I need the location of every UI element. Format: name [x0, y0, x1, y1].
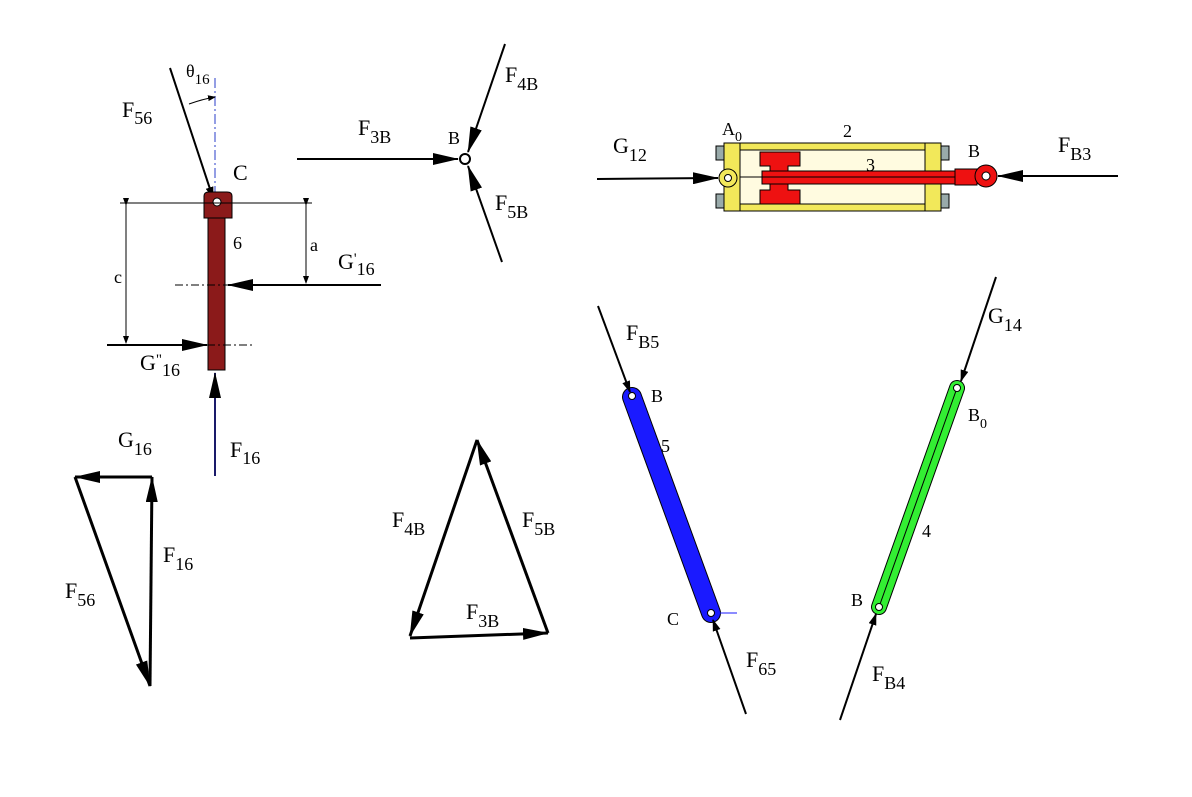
link5-pin-b [628, 392, 636, 400]
joint-b-pin [459, 153, 471, 165]
link5-pin-c [707, 609, 715, 617]
cylinder-wall-bottom [723, 203, 942, 212]
f5b-label: F5B [495, 190, 528, 222]
cylinder-bolt-br [940, 193, 950, 209]
link4-number-label: 4 [922, 521, 931, 541]
fb3-label: FB3 [1058, 132, 1091, 164]
cylinder-bolt-tr [940, 145, 950, 161]
cylinder-bolt-tl [715, 145, 725, 161]
fb5-label: FB5 [626, 320, 659, 352]
link4-free-body: G14 B0 4 B FB4 [839, 276, 1022, 721]
triangle6-g16-label: G16 [118, 427, 152, 459]
f5b-force-arrow [467, 165, 503, 263]
g16-prime-label: G'16 [338, 249, 375, 279]
g16-dprime-label: G"16 [140, 350, 180, 380]
triangle6-f56-vector [73, 476, 152, 687]
cylinder-bolt-bl [715, 193, 725, 209]
force-triangle-6: G16 F16 F56 [65, 427, 193, 687]
fb5-force-arrow [597, 305, 631, 393]
link5-number-label: 5 [661, 436, 670, 456]
link4-inner-line [878, 387, 958, 608]
triangle-b-f4b-vector [408, 439, 479, 637]
triangle-b-f5b-label: F5B [522, 507, 555, 539]
cylinder-label-2: 2 [843, 121, 852, 141]
b0-label: B0 [968, 405, 987, 432]
theta-angle-arc [188, 95, 216, 105]
joint-c-pin [212, 197, 222, 207]
f16-label: F16 [230, 437, 260, 468]
link5-free-body: FB5 B 5 C F65 [597, 305, 776, 715]
link5-body-fill [623, 388, 720, 622]
fb4-label: FB4 [872, 661, 905, 693]
rod-end-pin-b [981, 171, 991, 181]
fb4-force-arrow [839, 613, 877, 721]
cylinder-wall-top [723, 142, 942, 151]
triangle-b-f3b-label: F3B [466, 599, 499, 631]
link6-number-label: 6 [233, 233, 242, 253]
rod-label-3: 3 [866, 155, 875, 175]
triangle6-f16-vector [145, 476, 158, 687]
link5-point-c-label: C [667, 609, 679, 629]
g14-label: G14 [988, 303, 1022, 335]
force-triangle-b: F4B F5B F3B [392, 439, 555, 640]
g14-force-arrow [960, 276, 997, 382]
f4b-force-arrow [467, 43, 506, 153]
rod-end-neck [954, 168, 978, 186]
triangle-b-f4b-label: F4B [392, 507, 425, 539]
f3b-label: F3B [358, 115, 391, 147]
dimension-a-label: a [310, 235, 318, 255]
link4-pin-b0 [953, 384, 961, 392]
a0-label: A0 [722, 119, 742, 145]
point-c-label: C [233, 160, 248, 185]
dimension-c-label: c [114, 267, 122, 287]
cylinder-point-b-label: B [968, 141, 980, 161]
f65-label: F65 [746, 647, 776, 679]
link4-point-b-label: B [851, 590, 863, 610]
f56-label: F56 [122, 97, 152, 128]
link5-point-b-label: B [651, 386, 663, 406]
cylinder-free-body: G12 A0 2 3 B FB3 [596, 119, 1118, 212]
joint-b-free-body: F3B F4B F5B B [297, 43, 538, 263]
triangle6-f56-label: F56 [65, 578, 95, 610]
link6-free-body: θ16 F56 C 6 a c G'16 G"16 F16 [107, 61, 381, 476]
triangle6-f16-label: F16 [163, 542, 193, 574]
theta-16-label: θ16 [186, 61, 210, 88]
triangle-b-f5b-vector [475, 439, 550, 634]
link4-pin-b [875, 603, 883, 611]
g12-force-arrow [596, 172, 719, 185]
f4b-label: F4B [505, 62, 538, 94]
triangle-b-f3b-vector [409, 627, 549, 640]
a0-pivot-pin [724, 174, 732, 182]
f65-force-arrow [712, 619, 747, 715]
g12-label: G12 [613, 133, 647, 165]
f56-force-arrow [169, 67, 214, 199]
joint-b-label: B [448, 128, 460, 148]
